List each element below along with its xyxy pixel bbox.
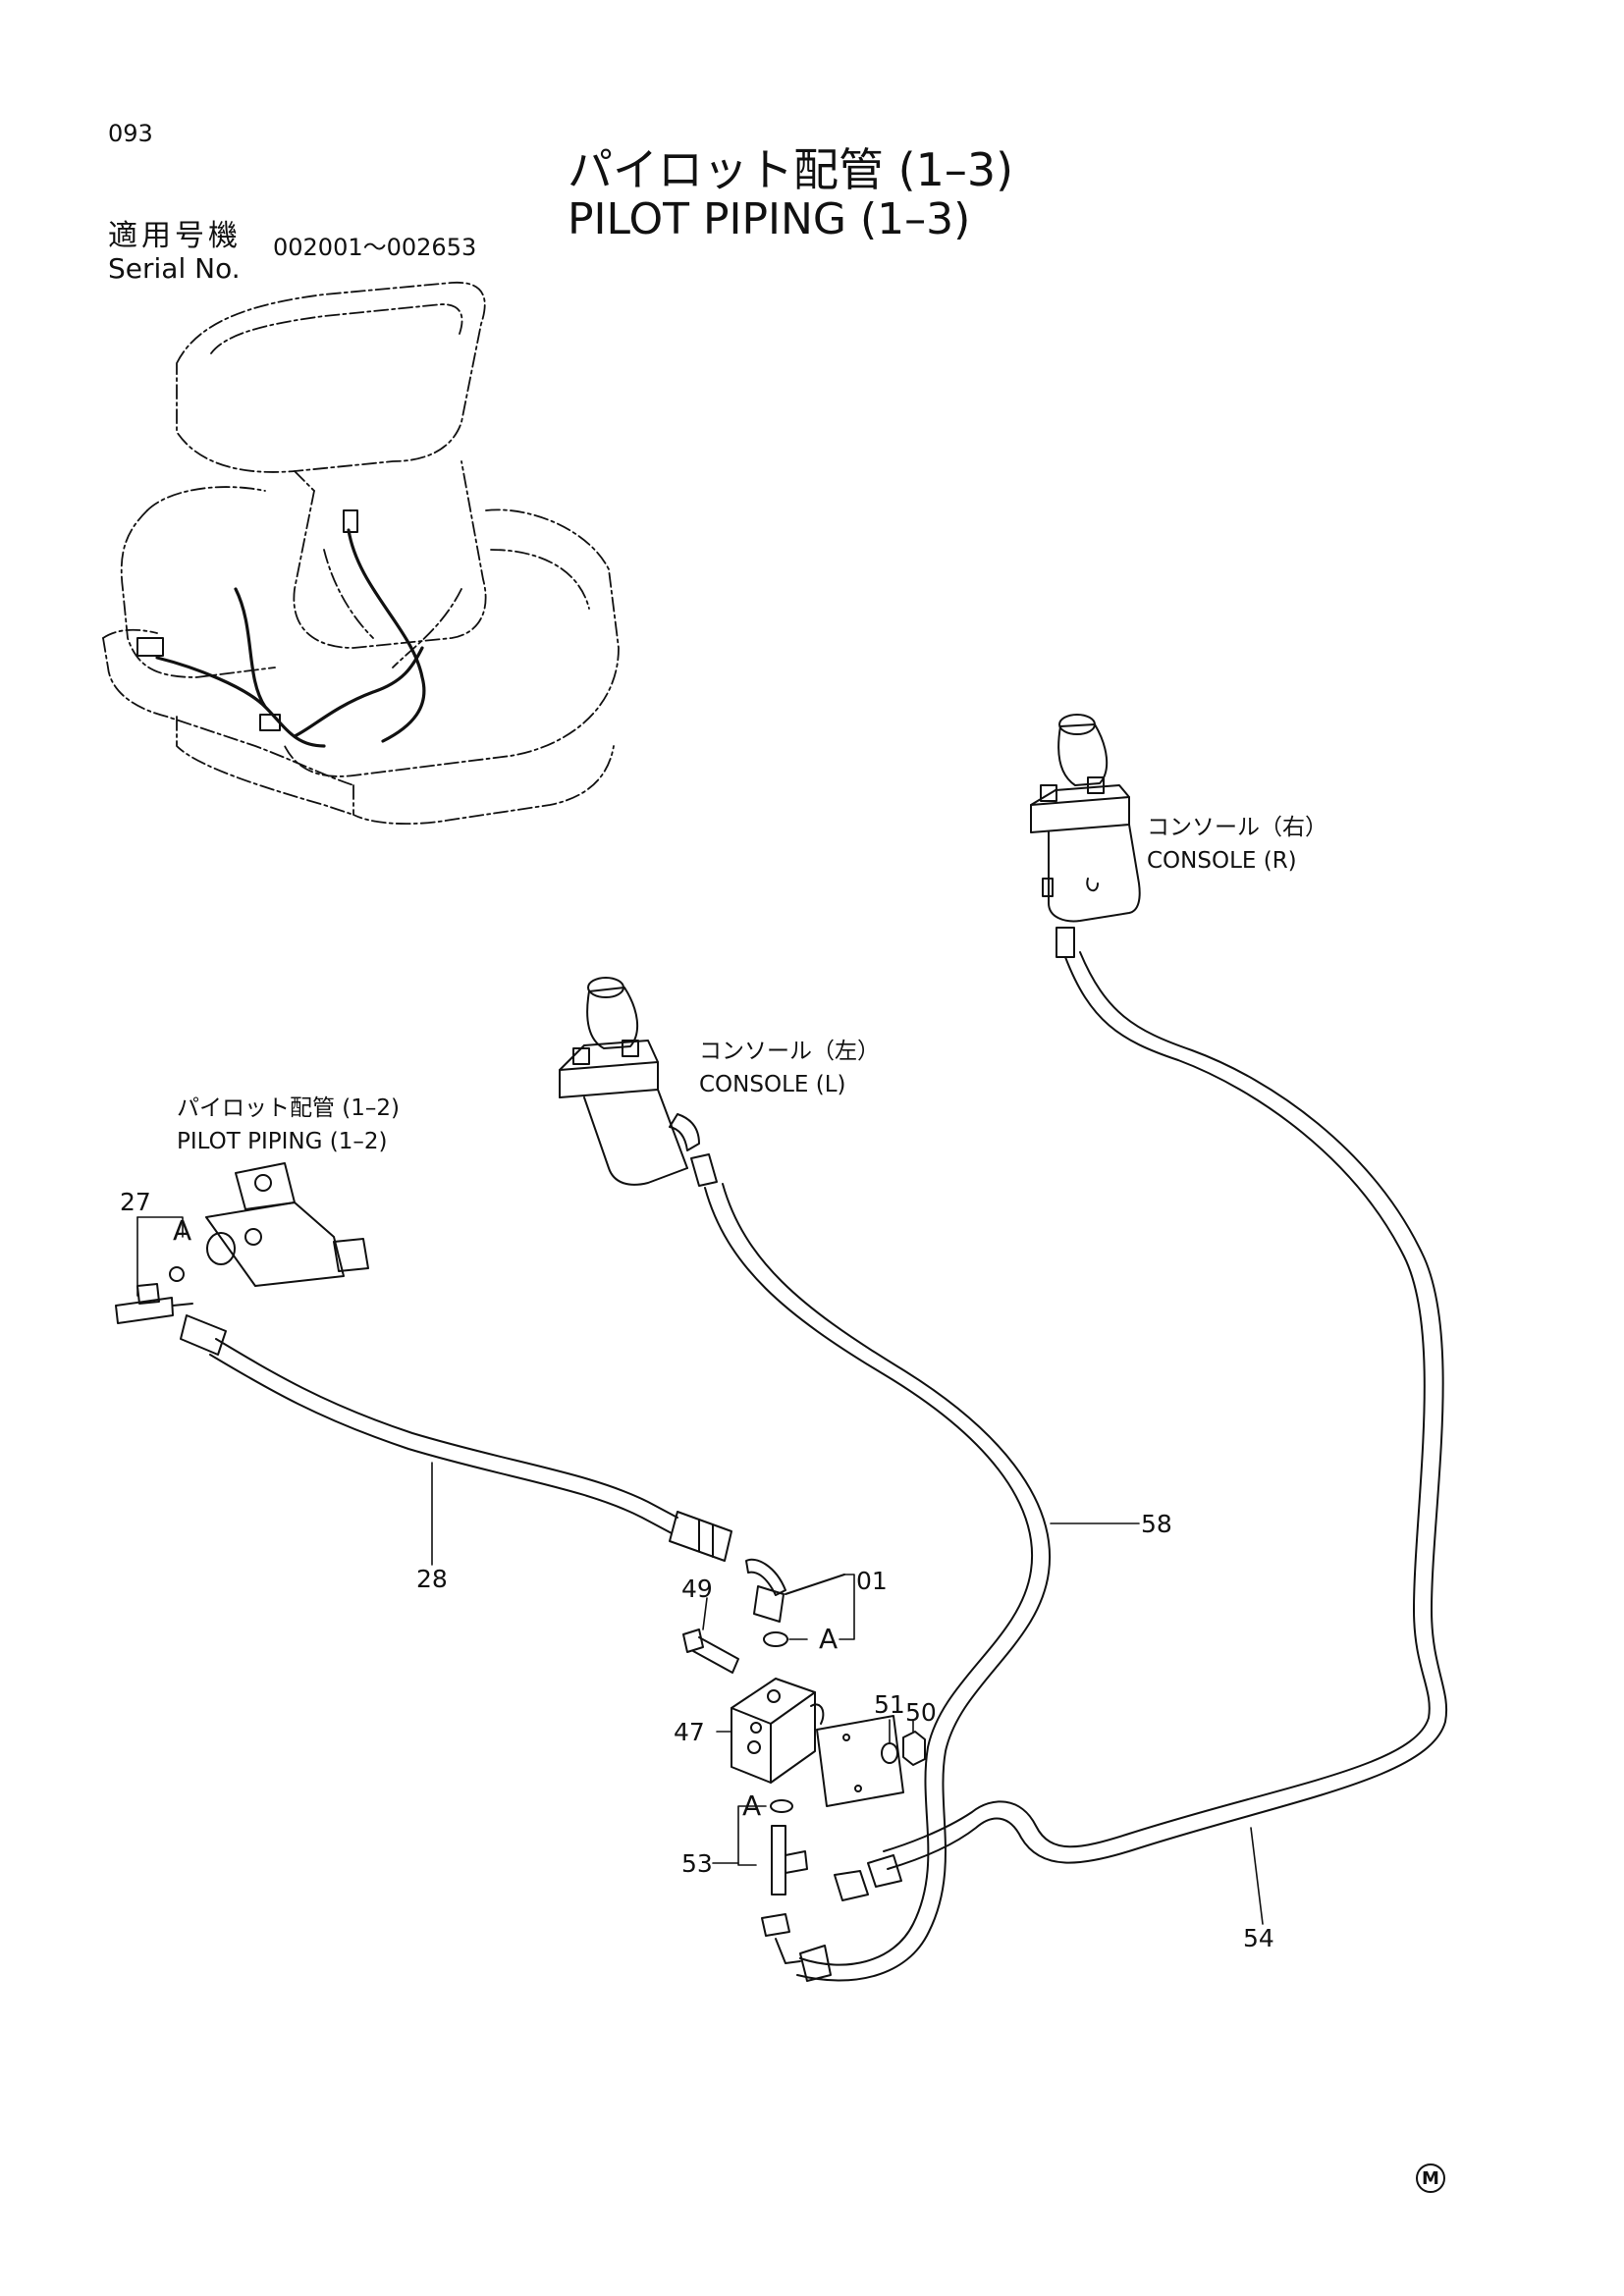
serial-label-jp: 適用号機	[108, 219, 242, 253]
part-number-51: 51	[874, 1690, 905, 1719]
callout-a-bottom: A	[742, 1789, 762, 1822]
console-left-label-en: CONSOLE (L)	[699, 1072, 846, 1097]
bracket-53	[737, 1805, 767, 1866]
block-47	[731, 1678, 825, 1784]
hose-58	[704, 1183, 1052, 1982]
hose-28-end-fitting	[669, 1511, 732, 1562]
callout-a-top-left: A	[173, 1214, 192, 1247]
part-number-53: 53	[681, 1849, 713, 1878]
reference-pilot-piping-en: PILOT PIPING (1–2)	[177, 1129, 388, 1154]
part-number-54: 54	[1243, 1924, 1274, 1952]
overview-cab-illustration	[102, 282, 620, 826]
mounting-plate	[816, 1715, 904, 1807]
part-number-01: 01	[856, 1567, 888, 1595]
console-left-label-jp: コンソール（左）	[699, 1039, 880, 1064]
reference-pilot-piping-jp: パイロット配管 (1–2)	[177, 1095, 401, 1121]
part-number-58: 58	[1141, 1510, 1172, 1538]
console-right-label-en: CONSOLE (R)	[1147, 848, 1297, 874]
console-left-valve	[559, 977, 718, 1187]
bolt-49	[682, 1629, 739, 1674]
overview-pilot-hoses	[155, 528, 426, 748]
part-number-47: 47	[674, 1718, 705, 1746]
hose-end-fittings-bottom	[761, 1854, 902, 1982]
nut-50	[902, 1731, 926, 1766]
page-title-en: PILOT PIPING (1–3)	[568, 194, 971, 244]
washer-51	[881, 1742, 898, 1764]
serial-range: 002001～002653	[273, 234, 477, 261]
tee-fitting-27	[115, 1283, 227, 1356]
o-ring-a-bottom	[770, 1799, 793, 1813]
hose-54	[883, 951, 1448, 1870]
o-ring-a-top	[763, 1631, 788, 1647]
elbow-01	[745, 1558, 845, 1623]
tee-53	[771, 1825, 808, 1896]
part-number-50: 50	[905, 1698, 937, 1727]
page-number: 093	[108, 120, 153, 147]
part-number-49: 49	[681, 1575, 713, 1603]
console-right-valve	[1030, 714, 1141, 958]
page-title-jp: パイロット配管 (1–3)	[568, 143, 1014, 196]
bracket-01	[839, 1574, 855, 1640]
callout-a-middle: A	[819, 1623, 839, 1655]
serial-label-en: Serial No.	[108, 252, 241, 285]
pilot-valve-block-ref	[169, 1162, 369, 1287]
console-right-label-jp: コンソール（右）	[1147, 815, 1327, 840]
part-number-28: 28	[416, 1565, 448, 1593]
part-number-27: 27	[120, 1188, 151, 1216]
manufacturer-mark-icon: M	[1416, 2163, 1445, 2193]
bracket-27	[136, 1216, 184, 1297]
hose-28	[209, 1338, 678, 1534]
part-leaders	[431, 1462, 1264, 1925]
overview-fittings	[136, 509, 358, 731]
